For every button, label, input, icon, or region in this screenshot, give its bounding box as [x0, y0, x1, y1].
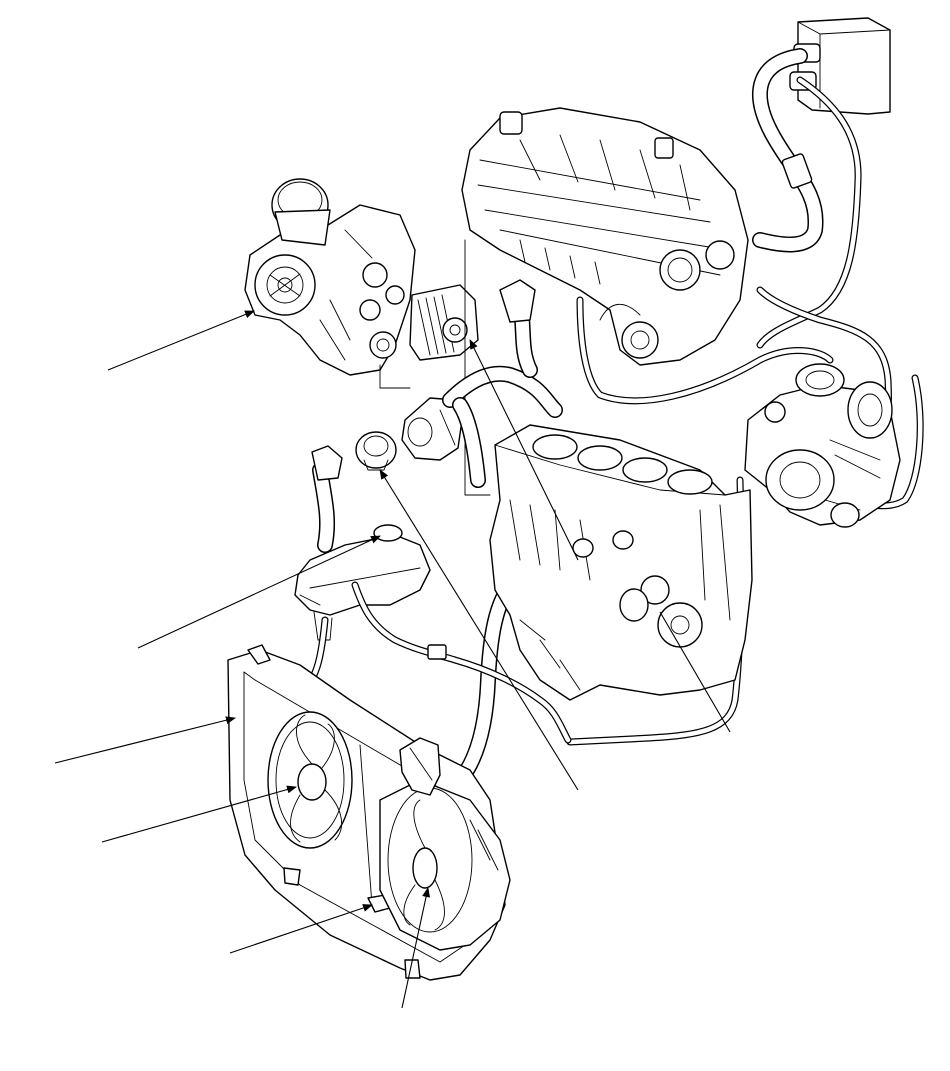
- callouts: [54, 310, 731, 1009]
- thermostat: [355, 431, 397, 471]
- cylinder-head: [461, 107, 749, 366]
- callout-expansion-tank: [137, 535, 381, 649]
- radiator-upper-hose-neck: [399, 737, 441, 796]
- callout-radiator: [54, 716, 236, 764]
- oil-cooler: [379, 239, 491, 496]
- callout-thermostat: [379, 469, 579, 791]
- turbocharger: [744, 363, 901, 528]
- engine-block: [489, 424, 753, 701]
- engine-hoses: [442, 279, 745, 798]
- cooling-fan-right: [379, 779, 511, 951]
- expansion-tank: [294, 524, 431, 641]
- box-hoses: [752, 48, 862, 349]
- thermostat-housing: [401, 397, 463, 461]
- callout-engine-pulley: [659, 611, 731, 733]
- cooling-fan-left: [267, 711, 353, 849]
- callout-fan-left: [101, 785, 297, 843]
- water-pump-housing: [244, 178, 416, 376]
- coolant-reservoir-box: [789, 17, 891, 115]
- callout-water-pump: [107, 310, 255, 371]
- tank-hoses: [298, 445, 572, 744]
- callout-fan-right: [401, 887, 431, 1009]
- callout-thermostat-housing: [469, 339, 579, 561]
- callout-drain-plug: [229, 904, 373, 954]
